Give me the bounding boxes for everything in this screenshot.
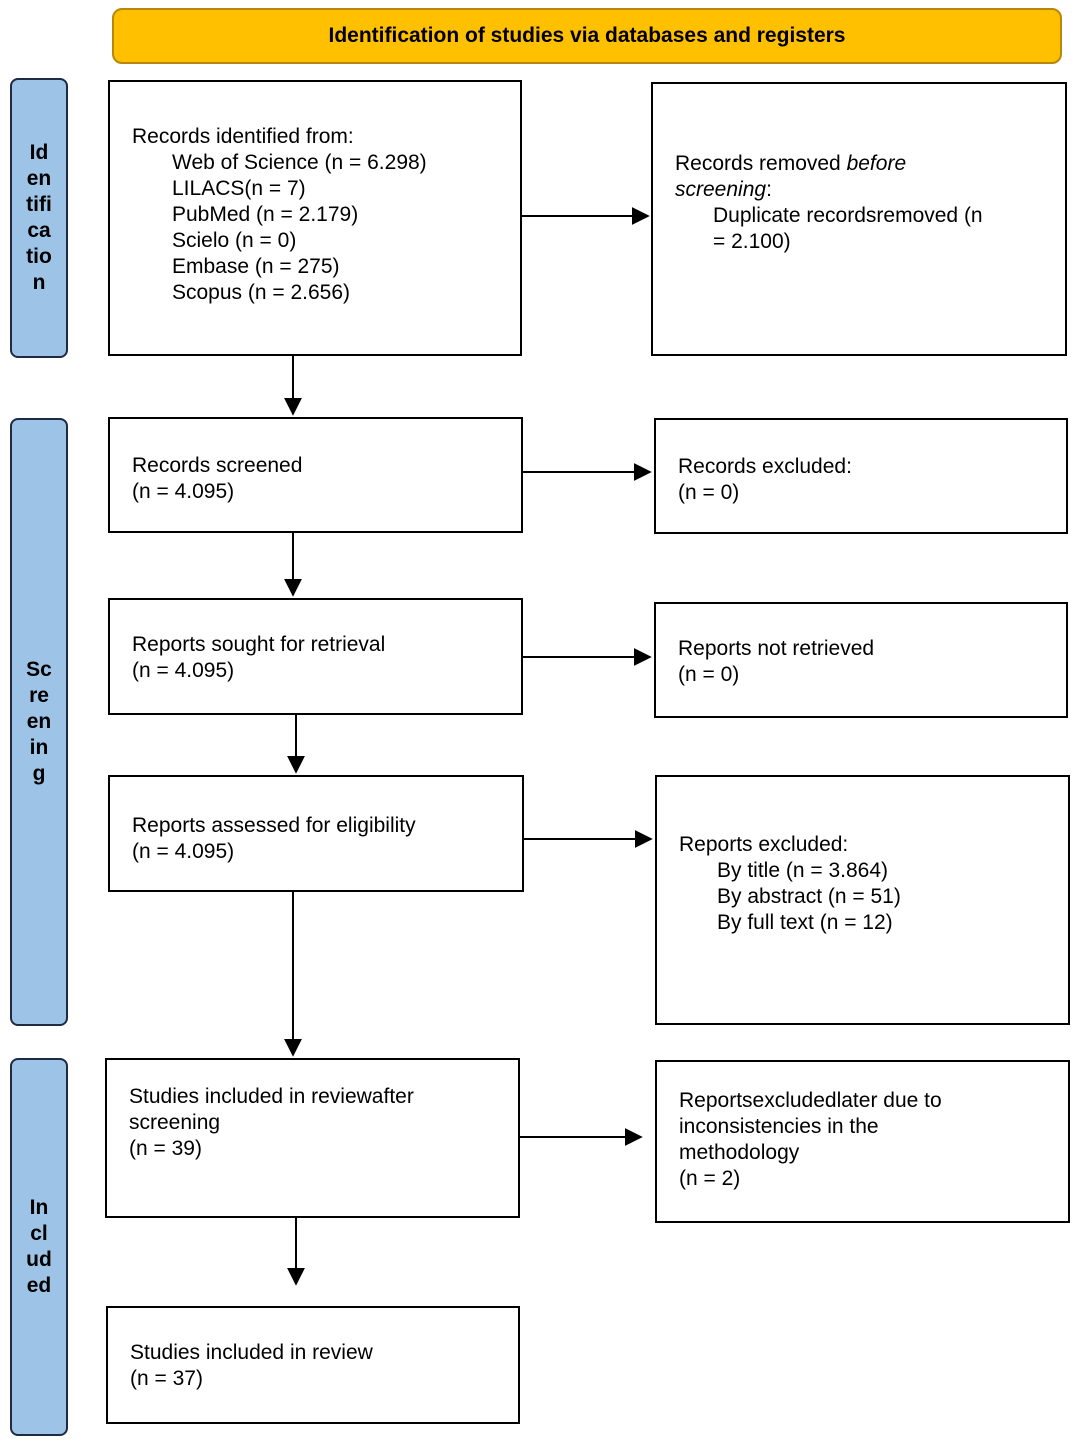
records-removed-title-cont: screening: — [675, 178, 772, 201]
excluded-by-full-text: By full text (n = 12) — [717, 911, 893, 934]
reports-excluded-later-line2: inconsistencies in the — [679, 1115, 879, 1138]
studies-included-title: Studies included in review — [130, 1341, 373, 1364]
records-screened-n: (n = 4.095) — [132, 480, 235, 503]
reports-excluded-later-box: Reportsexcludedlater due to inconsistenc… — [655, 1060, 1070, 1223]
records-identified-title: Records identified from: — [132, 125, 354, 148]
reports-assessed-title: Reports assessed for eligibility — [132, 814, 416, 837]
reports-excluded-later-n: (n = 2) — [679, 1167, 741, 1190]
records-excluded-box: Records excluded: (n = 0) — [654, 418, 1068, 534]
excluded-by-abstract: By abstract (n = 51) — [717, 885, 901, 908]
records-screened-title: Records screened — [132, 454, 303, 477]
source-scopus: Scopus (n = 2.656) — [172, 281, 351, 304]
reports-assessed-n: (n = 4.095) — [132, 840, 235, 863]
phase-identification: Id en tifi ca tio n — [10, 78, 68, 358]
phase-included-label: In cl ud ed — [26, 1196, 52, 1297]
studies-included-box: Studies included in review (n = 37) — [106, 1306, 520, 1424]
studies-after-screening-line2: screening — [129, 1111, 221, 1134]
records-excluded-n: (n = 0) — [678, 481, 740, 504]
source-web-of-science: Web of Science (n = 6.298) — [172, 151, 427, 174]
reports-excluded-later-line1: Reportsexcludedlater due to — [679, 1089, 942, 1112]
identification-header-title: Identification of studies via databases … — [328, 24, 846, 47]
reports-excluded-title: Reports excluded: — [679, 833, 849, 856]
records-screened-box: Records screened (n = 4.095) — [108, 417, 523, 533]
studies-after-screening-n: (n = 39) — [129, 1137, 202, 1160]
reports-excluded-later-line3: methodology — [679, 1141, 800, 1164]
studies-after-screening-line1: Studies included in reviewafter — [129, 1085, 414, 1108]
source-pubmed: PubMed (n = 2.179) — [172, 203, 359, 226]
records-identified-box: Records identified from: Web of Science … — [108, 80, 522, 356]
reports-sought-n: (n = 4.095) — [132, 659, 235, 682]
reports-not-retrieved-n: (n = 0) — [678, 663, 740, 686]
duplicate-records-line2: = 2.100) — [713, 230, 791, 253]
records-excluded-title: Records excluded: — [678, 455, 852, 478]
phase-screening-label: Sc re en in g — [26, 658, 52, 785]
reports-sought-title: Reports sought for retrieval — [132, 633, 386, 656]
source-embase: Embase (n = 275) — [172, 255, 340, 278]
phase-included: In cl ud ed — [10, 1058, 68, 1436]
records-removed-box: Records removed before screening: Duplic… — [651, 82, 1067, 356]
reports-not-retrieved-box: Reports not retrieved (n = 0) — [654, 602, 1068, 718]
studies-included-n: (n = 37) — [130, 1367, 203, 1390]
records-removed-title: Records removed before — [675, 152, 907, 175]
reports-assessed-box: Reports assessed for eligibility (n = 4.… — [108, 775, 524, 892]
reports-excluded-box: Reports excluded: By title (n = 3.864) B… — [655, 775, 1070, 1025]
reports-sought-box: Reports sought for retrieval (n = 4.095) — [108, 598, 523, 715]
phase-identification-label: Id en tifi ca tio n — [26, 141, 52, 294]
source-lilacs: LILACS(n = 7) — [172, 177, 306, 200]
duplicate-records-line1: Duplicate recordsremoved (n — [713, 204, 983, 227]
identification-header: Identification of studies via databases … — [112, 8, 1062, 64]
phase-screening: Sc re en in g — [10, 418, 68, 1026]
source-scielo: Scielo (n = 0) — [172, 229, 297, 252]
studies-after-screening-box: Studies included in reviewafter screenin… — [105, 1058, 520, 1218]
excluded-by-title: By title (n = 3.864) — [717, 859, 889, 882]
reports-not-retrieved-title: Reports not retrieved — [678, 637, 875, 660]
